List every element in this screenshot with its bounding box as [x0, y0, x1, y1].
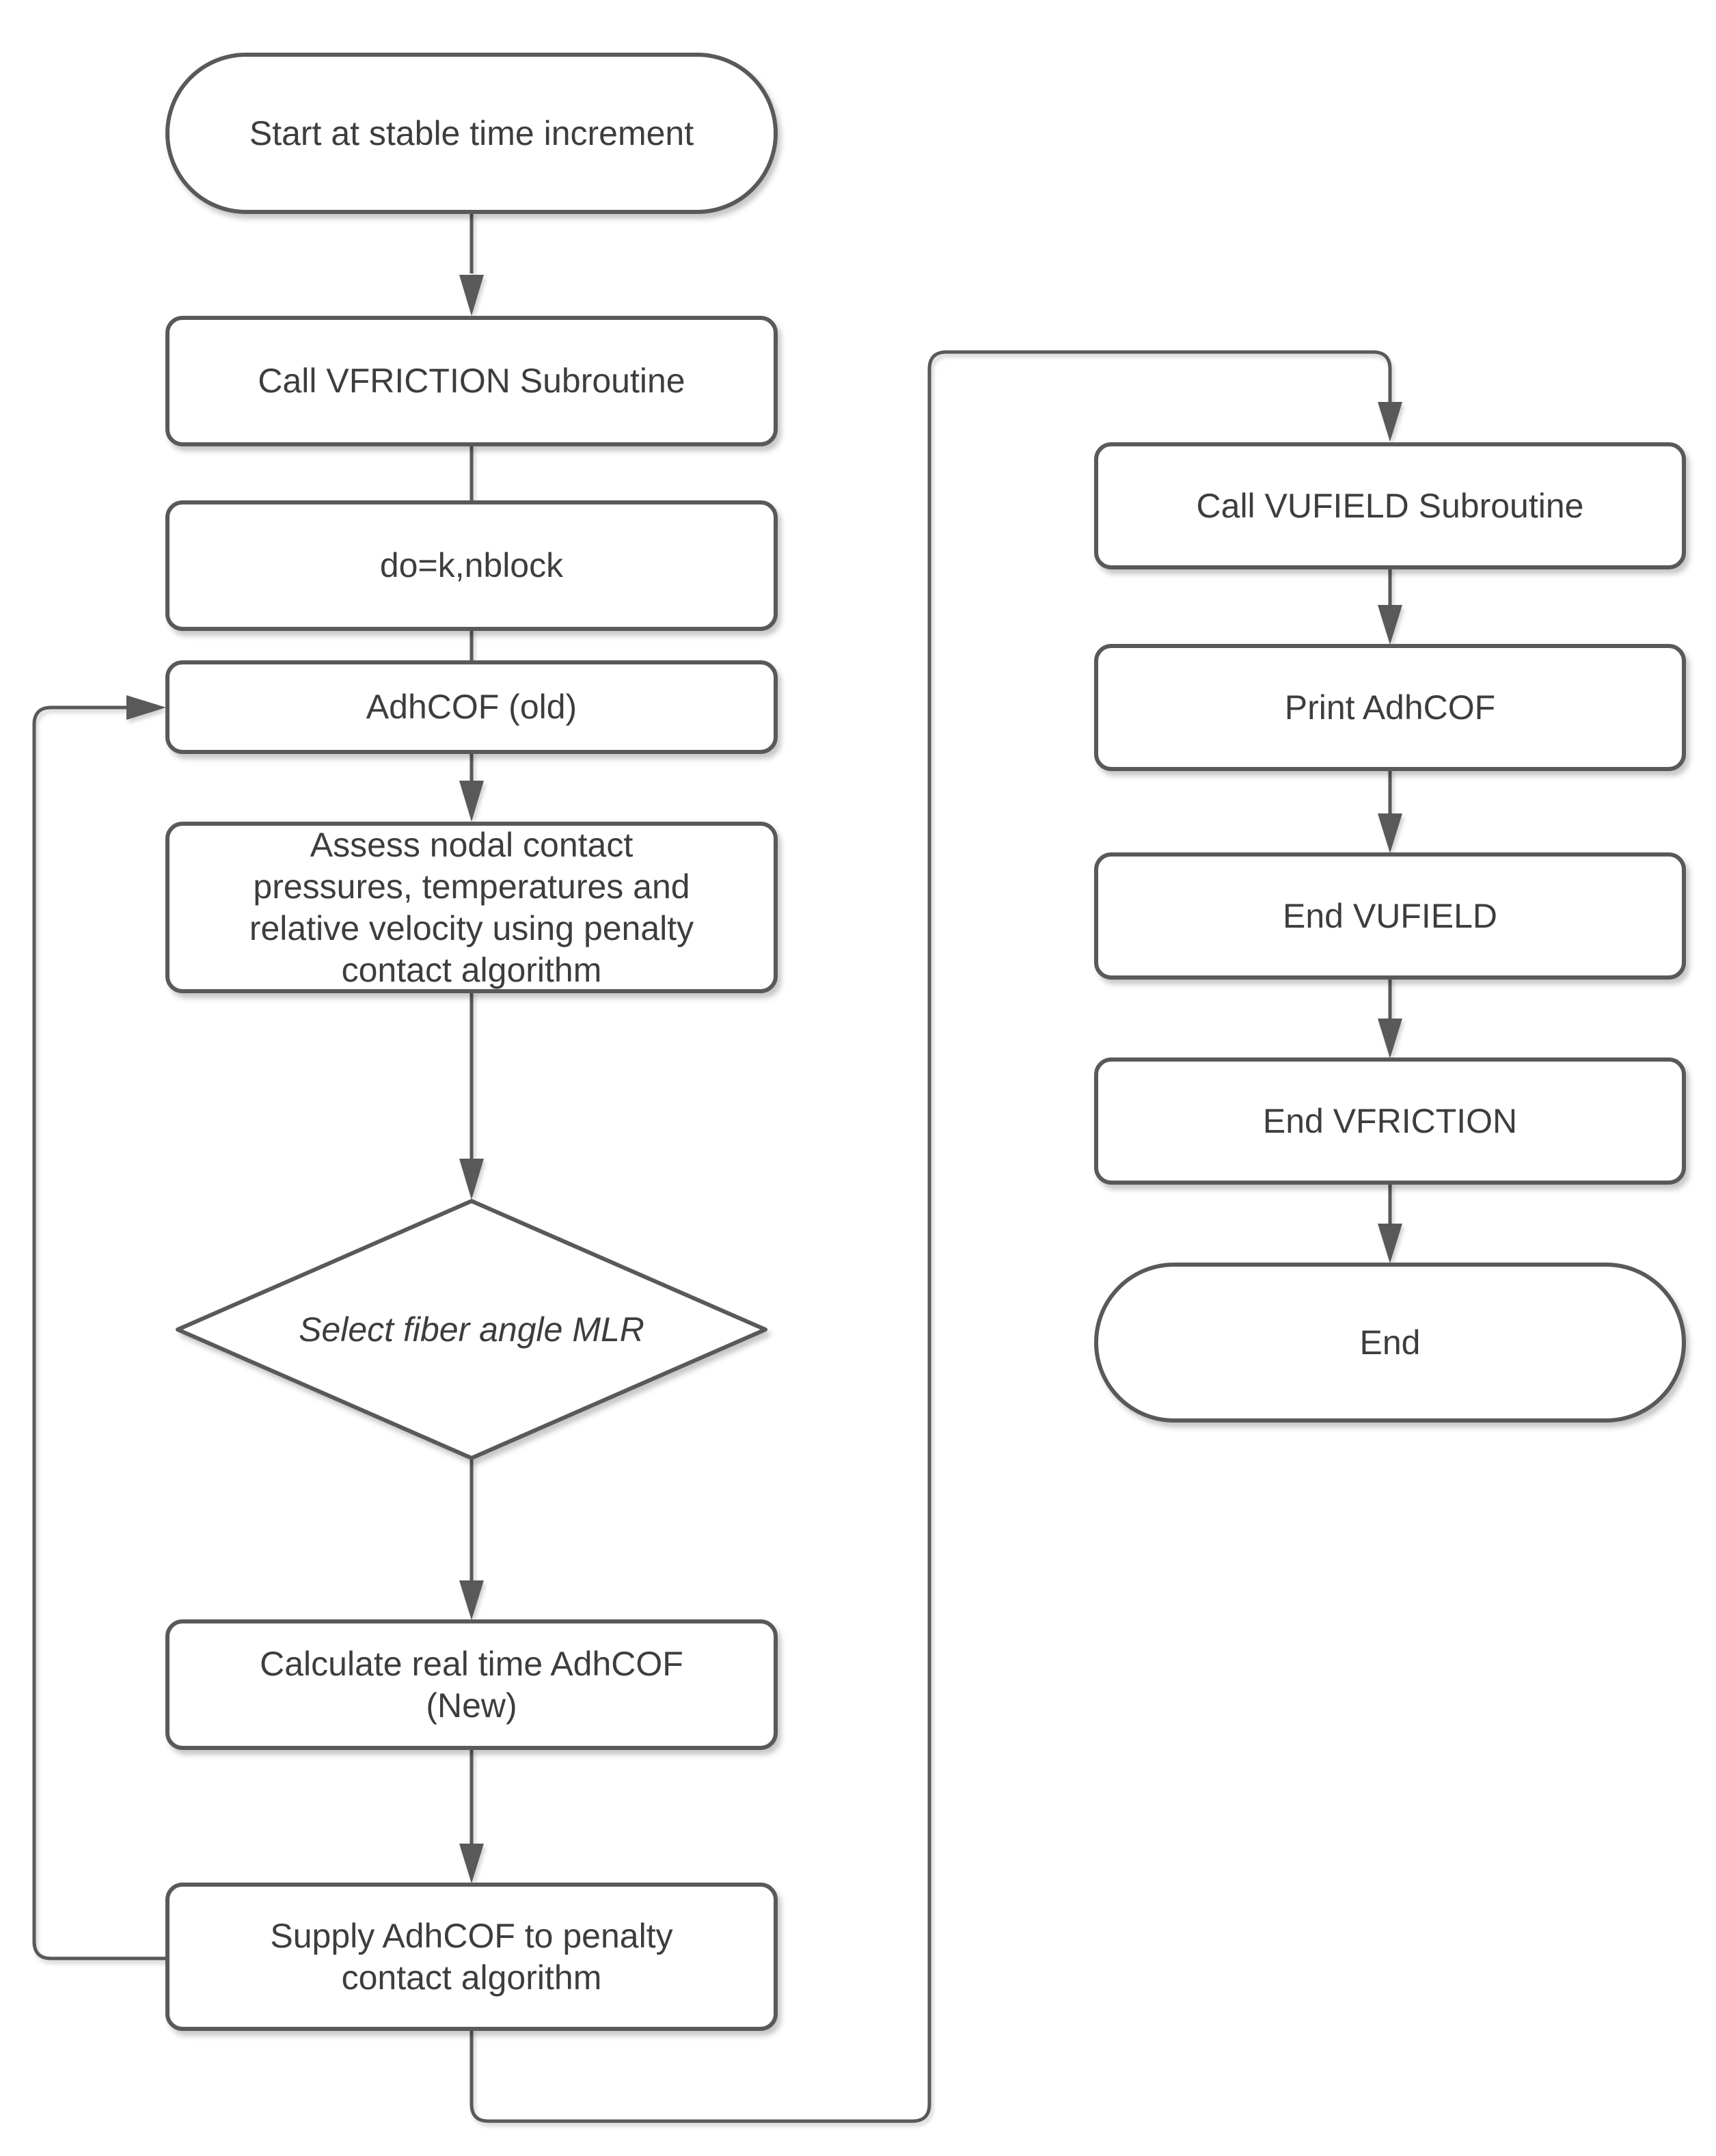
node-end-vufield-shape [1094, 852, 1686, 980]
edge-endvufield-to-endvfriction-arrowhead [1378, 1019, 1402, 1058]
node-layer [165, 53, 1686, 2031]
edge-layer [32, 212, 1402, 2123]
node-print-adhcof-shape [1094, 644, 1686, 771]
node-assess-shape [165, 822, 778, 993]
node-supply-shape [165, 1883, 778, 2031]
edge-vufield-to-print-arrowhead [1378, 605, 1402, 645]
node-call-vfriction-shape [165, 316, 778, 446]
node-end-shape [1094, 1263, 1686, 1423]
edge-print-to-endvufield-arrowhead [1378, 813, 1402, 853]
edge-calculate-to-supply-arrowhead [459, 1844, 484, 1883]
node-start-shape [165, 53, 778, 214]
node-end-vfriction-shape [1094, 1057, 1686, 1185]
node-calculate-shape [165, 1619, 778, 1750]
edge-decision-to-calculate-arrowhead [459, 1580, 484, 1620]
edge-supply-loop-arrowhead [126, 695, 166, 720]
edge-supply-loop-to-adhcof [32, 705, 167, 1960]
node-call-vufield-shape [1094, 442, 1686, 569]
node-select-fiber-diamond-shape [176, 1199, 767, 1460]
node-adhcof-old-shape [165, 660, 778, 754]
edge-adhcof-to-assess-arrowhead [459, 781, 484, 822]
edge-endvfriction-to-end-arrowhead [1378, 1224, 1402, 1263]
node-do-loop-shape [165, 500, 778, 631]
edge-supply-to-vufield-arrowhead [1378, 402, 1402, 442]
edge-assess-to-decision-arrowhead [459, 1159, 484, 1200]
edge-start-to-vfriction-arrowhead [459, 275, 484, 316]
edge-supply-to-vufield [469, 350, 1392, 2123]
